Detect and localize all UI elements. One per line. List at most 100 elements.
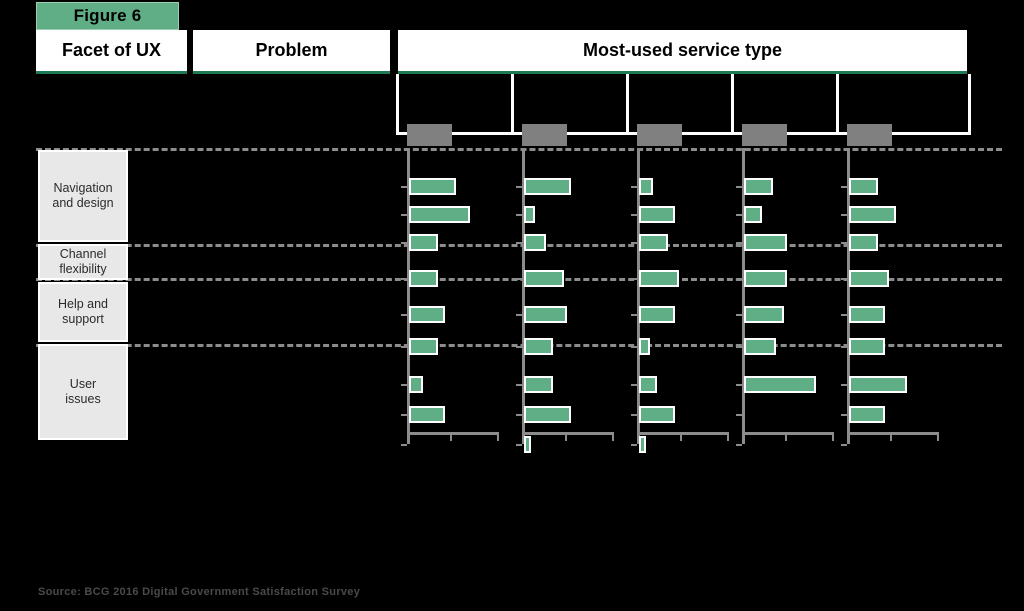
y-axis: [637, 148, 640, 444]
bar: [849, 306, 885, 323]
y-axis: [407, 148, 410, 444]
bar: [744, 338, 777, 355]
y-axis-tick-0: [401, 186, 407, 188]
y-axis-tick-3: [736, 278, 742, 280]
x-axis: [637, 432, 729, 435]
bar: [409, 234, 438, 251]
y-axis-tick-2: [631, 242, 637, 244]
y-axis-tick-4: [401, 314, 407, 316]
facet-separator-3: [36, 344, 1002, 347]
source-note: Source: BCG 2016 Digital Government Sati…: [38, 586, 361, 598]
chart-panel-service-type-4: [733, 124, 837, 446]
bar: [409, 178, 456, 195]
y-axis-tick-4: [736, 314, 742, 316]
y-axis-tick-1: [841, 214, 847, 216]
x-axis: [847, 432, 939, 435]
connector-divider-2: [626, 74, 629, 134]
y-axis-tick-2: [401, 242, 407, 244]
connector-divider-3: [731, 74, 734, 134]
y-axis-tick-5: [841, 346, 847, 348]
x-axis-tick-2: [612, 435, 614, 441]
bar: [849, 406, 885, 423]
bar: [744, 376, 816, 393]
column-connector-bracket: [396, 74, 971, 136]
most-used-marker-block: [522, 124, 567, 146]
y-axis-tick-0: [841, 186, 847, 188]
facet-separator-top: [36, 148, 1002, 151]
x-axis-tick-2: [937, 435, 939, 441]
connector-divider-1: [511, 74, 514, 134]
header-cell-facet-of-ux: Facet of UX: [36, 30, 187, 74]
y-axis-tick-6: [841, 384, 847, 386]
y-axis-tick-7: [841, 414, 847, 416]
y-axis: [742, 148, 745, 444]
y-axis-tick-8: [516, 444, 522, 446]
y-axis-tick-3: [841, 278, 847, 280]
y-axis-tick-2: [841, 242, 847, 244]
y-axis-tick-4: [631, 314, 637, 316]
header-label-most-used-service-type: Most-used service type: [582, 40, 783, 60]
bar: [849, 270, 889, 287]
x-axis-tick-1: [890, 435, 892, 441]
x-axis-tick-2: [832, 435, 834, 441]
bar: [409, 270, 438, 287]
bar: [639, 338, 650, 355]
y-axis-tick-1: [401, 214, 407, 216]
header-cell-problem: Problem: [193, 30, 390, 74]
bar: [524, 306, 568, 323]
bar: [639, 178, 654, 195]
most-used-marker-block: [742, 124, 787, 146]
connector-horizontal-line: [396, 132, 971, 135]
y-axis: [847, 148, 850, 444]
y-axis-tick-2: [516, 242, 522, 244]
y-axis-tick-5: [516, 346, 522, 348]
bar: [639, 376, 657, 393]
bar: [849, 206, 896, 223]
bar: [409, 406, 445, 423]
bar: [524, 338, 553, 355]
y-axis-tick-3: [516, 278, 522, 280]
y-axis-tick-6: [516, 384, 522, 386]
bar: [639, 234, 668, 251]
y-axis-tick-5: [631, 346, 637, 348]
header-label-facet-of-ux: Facet of UX: [61, 40, 162, 60]
chart-panel-service-type-2: [513, 124, 617, 453]
connector-divider-0: [396, 74, 399, 134]
bar: [409, 306, 445, 323]
y-axis-tick-8: [841, 444, 847, 446]
connector-divider-4: [836, 74, 839, 134]
bar: [409, 338, 438, 355]
bar: [744, 178, 773, 195]
y-axis-tick-3: [631, 278, 637, 280]
bar: [409, 376, 424, 393]
facet-separator-1: [36, 244, 1002, 247]
most-used-marker-block: [407, 124, 452, 146]
x-axis: [742, 432, 834, 435]
most-used-marker-block: [637, 124, 682, 146]
y-axis-tick-7: [516, 414, 522, 416]
bar: [849, 338, 885, 355]
x-axis-tick-1: [680, 435, 682, 441]
x-axis-tick-0: [637, 435, 639, 441]
bar: [744, 306, 784, 323]
y-axis-tick-0: [736, 186, 742, 188]
x-axis-tick-0: [407, 435, 409, 441]
bar: [524, 270, 564, 287]
bar: [849, 178, 878, 195]
chart-panel-service-type-1: [398, 124, 502, 446]
bar: [409, 206, 471, 223]
y-axis-tick-7: [736, 414, 742, 416]
x-axis-tick-0: [522, 435, 524, 441]
x-axis-tick-2: [727, 435, 729, 441]
bar: [524, 436, 532, 453]
bar: [639, 436, 647, 453]
figure-badge: Figure 6: [36, 2, 179, 30]
